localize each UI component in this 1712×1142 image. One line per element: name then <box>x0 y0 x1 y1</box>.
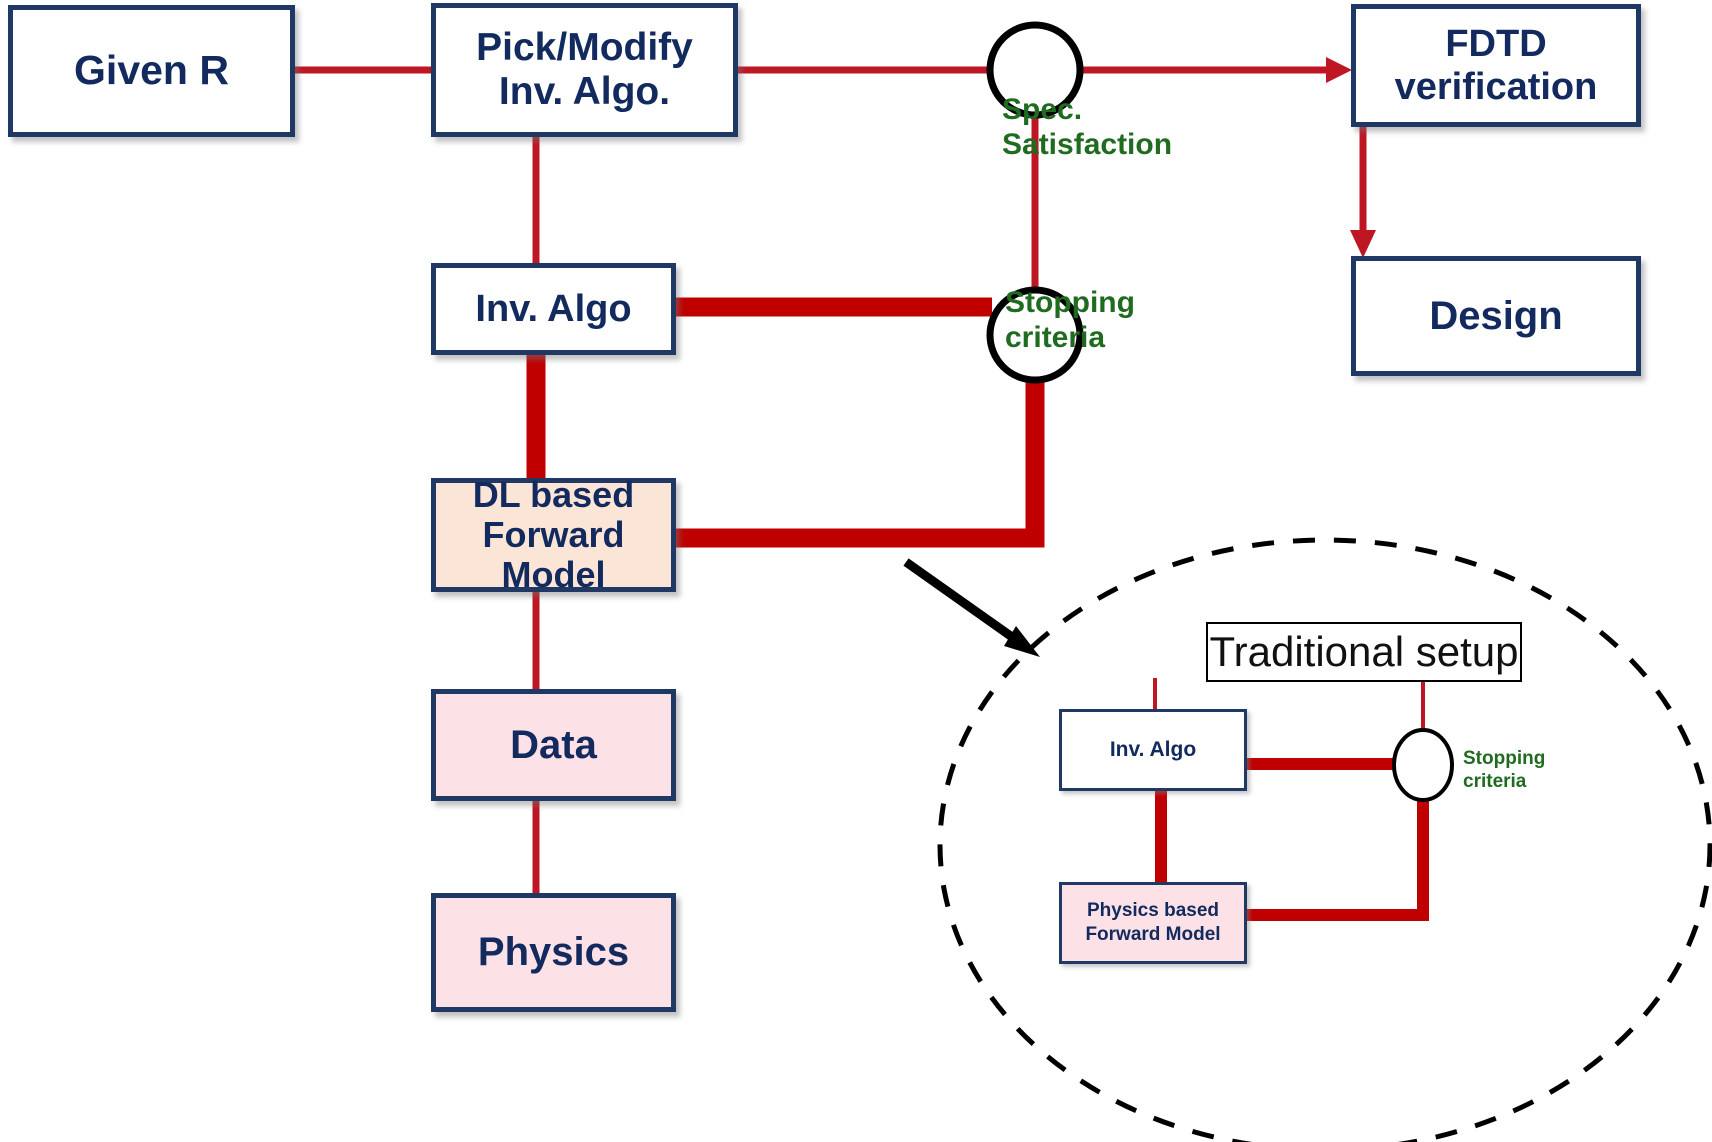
node-label: Physics <box>477 930 630 975</box>
node-data[interactable]: Data <box>431 689 676 801</box>
label-spec-satisfaction: Spec. Satisfaction <box>1002 93 1173 162</box>
inset-label-stopping-criteria: Stopping criteria <box>1463 748 1546 792</box>
label-stopping-criteria: Stopping criteria <box>1005 286 1135 355</box>
arrowhead-to-design <box>1350 230 1376 258</box>
connector-stopping-junction-to-dl-model <box>672 380 1045 548</box>
inset-title-label: Traditional setup <box>1209 628 1519 675</box>
node-label: Inv. Algo <box>475 287 632 330</box>
node-given-r[interactable]: Given R <box>8 5 295 137</box>
node-physics[interactable]: Physics <box>431 893 676 1012</box>
inset-pointer-arrowhead <box>1004 626 1040 657</box>
node-label: Design <box>1429 293 1563 338</box>
node-pick-modify[interactable]: Pick/Modify Inv. Algo. <box>431 3 738 137</box>
arrowhead-to-fdtd <box>1326 57 1352 83</box>
inset-dashed-ellipse <box>937 537 1712 1142</box>
inset-node-physics-forward-model[interactable]: Physics based Forward Model <box>1059 882 1247 964</box>
node-label: Inv. Algo <box>1109 737 1197 761</box>
inset-title-box: Traditional setup <box>1206 622 1522 682</box>
node-design[interactable]: Design <box>1351 256 1641 376</box>
node-label: FDTD verification <box>1394 22 1598 108</box>
node-label: Data <box>510 722 597 767</box>
inset-connector-stopping-to-physics-model <box>1245 790 1429 921</box>
node-label: DL based Forward Model <box>472 473 635 596</box>
node-fdtd-verification[interactable]: FDTD verification <box>1351 4 1641 127</box>
inset-node-inv-algo[interactable]: Inv. Algo <box>1059 709 1247 791</box>
node-label: Physics based Forward Model <box>1085 900 1221 945</box>
node-label: Pick/Modify Inv. Algo. <box>476 26 693 113</box>
inset-pointer-arrow-line <box>903 558 1025 648</box>
node-label: Given R <box>74 47 229 94</box>
node-dl-forward-model[interactable]: DL based Forward Model <box>431 474 676 595</box>
node-inv-algo[interactable]: Inv. Algo <box>431 263 676 355</box>
